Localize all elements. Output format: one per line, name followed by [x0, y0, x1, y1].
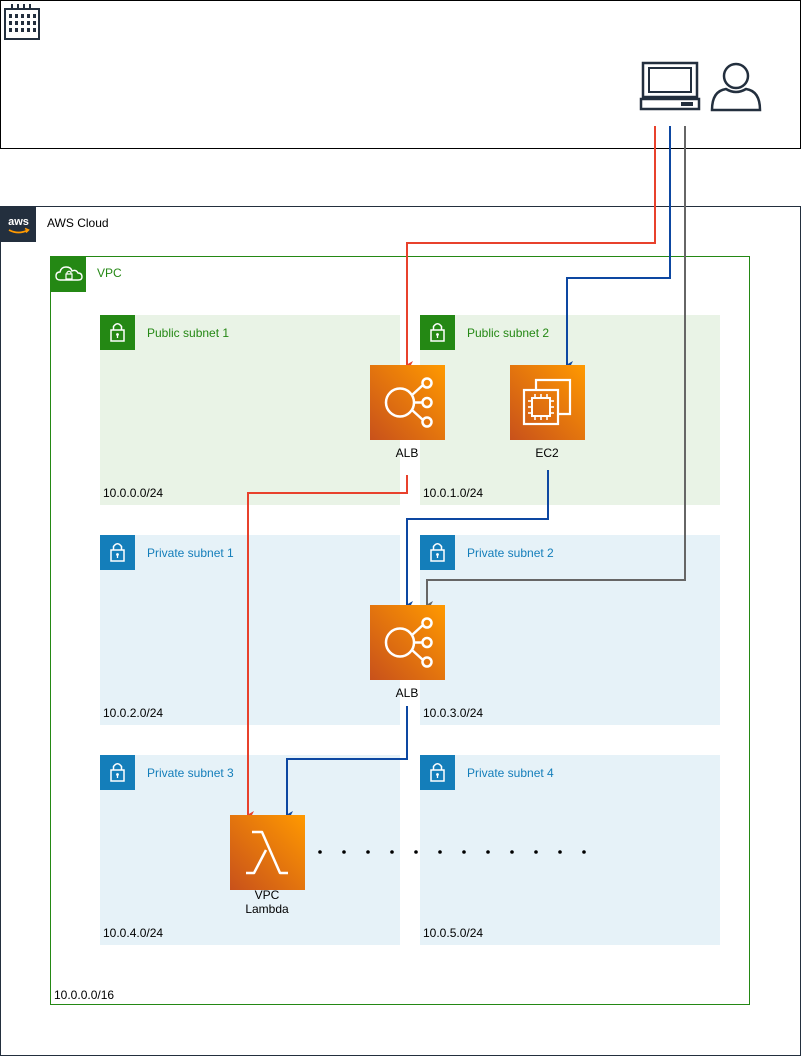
subnet-label: Private subnet 3 [147, 766, 234, 780]
path-client-to-ec2 [566, 126, 671, 369]
path-ec2-to-internal-alb [406, 470, 549, 609]
ec2-node [510, 365, 585, 440]
building-icon [1, 1, 41, 44]
lock-icon [100, 535, 135, 570]
subnet-label: Public subnet 1 [147, 326, 230, 340]
public-alb-label: ALB [395, 446, 419, 460]
internal-alb-label: ALB [395, 686, 419, 700]
ellipsis-dots [318, 850, 586, 854]
subnet-label: Private subnet 4 [467, 766, 554, 780]
subnet-cidr: 10.0.1.0/24 [423, 486, 484, 500]
vpc-cloud-lock-icon [51, 257, 86, 292]
lambda-icon [230, 830, 305, 893]
subnet-cidr: 10.0.2.0/24 [103, 706, 164, 720]
private-subnet-4: Private subnet 4 10.0.5.0/24 [420, 755, 720, 945]
path-public-alb-to-lambda [247, 475, 408, 819]
subnet-label: Private subnet 1 [147, 546, 234, 560]
private-subnet-1: Private subnet 1 10.0.2.0/24 [100, 535, 400, 725]
lambda-node [230, 815, 305, 890]
lock-icon [100, 755, 135, 790]
lock-icon [100, 315, 135, 350]
internal-alb-node [370, 605, 445, 680]
subnet-cidr: 10.0.4.0/24 [103, 926, 164, 940]
load-balancer-icon [370, 377, 445, 443]
path-internal-alb-to-lambda [286, 706, 408, 819]
aws-cloud-label: AWS Cloud [47, 216, 109, 230]
lock-icon [420, 755, 455, 790]
vpc-cidr: 10.0.0.0/16 [54, 988, 115, 1002]
svg-text:aws: aws [8, 216, 29, 228]
user-icon [709, 61, 763, 116]
aws-logo-icon: aws [1, 207, 36, 242]
private-subnet-2: Private subnet 2 10.0.3.0/24 [420, 535, 720, 725]
public-subnet-1: Public subnet 1 10.0.0.0/24 [100, 315, 400, 505]
public-alb-node [370, 365, 445, 440]
lock-icon [420, 535, 455, 570]
subnet-cidr: 10.0.5.0/24 [423, 926, 484, 940]
computer-icon [639, 61, 701, 116]
load-balancer-icon [370, 617, 445, 683]
subnet-label: Public subnet 2 [467, 326, 550, 340]
lambda-label: VPC Lambda [245, 888, 289, 916]
subnet-label: Private subnet 2 [467, 546, 554, 560]
ec2-chip-icon [510, 378, 585, 443]
subnet-cidr: 10.0.3.0/24 [423, 706, 484, 720]
vpc-label: VPC [97, 266, 122, 280]
ec2-label: EC2 [535, 446, 559, 460]
subnet-cidr: 10.0.0.0/24 [103, 486, 164, 500]
path-client-to-internal-alb [426, 126, 686, 609]
lock-icon [420, 315, 455, 350]
path-client-to-public-alb [406, 126, 656, 369]
corporate-network-box [0, 0, 801, 149]
